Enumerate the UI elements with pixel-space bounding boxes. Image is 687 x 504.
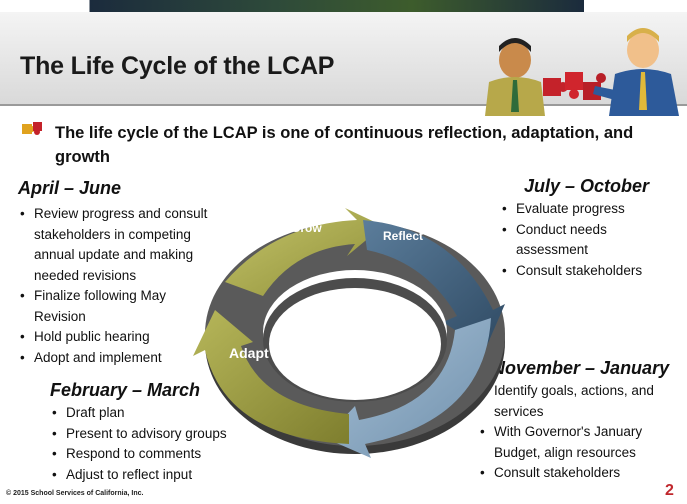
cycle-label-reflect: Reflect [383,229,423,243]
top-decorative-band [0,0,687,12]
copyright-footer: © 2015 School Services of California, In… [6,490,144,497]
july-october-list: Evaluate progress Conduct needs assessme… [500,199,670,281]
april-june-list: Review progress and consult stakeholders… [18,204,218,368]
list-item: Conduct needs [500,220,670,241]
cycle-label-grow: Grow [291,221,322,235]
list-item-continued: assessment [516,242,589,257]
cycle-segment-adapt-right [325,318,491,458]
list-item-continued: annual update and making [34,247,194,262]
list-item: Evaluate progress [500,199,670,220]
lcap-cycle-diagram: Grow Reflect Adapt Adapt [193,208,505,458]
april-june-heading: April – June [18,178,122,198]
november-january-list: Identify goals, actions, and services Wi… [478,381,678,484]
february-march-heading: February – March [50,380,201,400]
people-puzzle-illustration [485,28,679,116]
cycle-segment-adapt-left [193,310,349,444]
list-item-continued: Revision [34,308,86,324]
february-march-list: Draft plan Present to advisory groups Re… [50,403,270,485]
slide-title: The Life Cycle of the LCAP [20,52,335,80]
cycle-segment-grow [225,208,383,296]
list-item: Present to advisory groups [50,424,270,445]
puzzle-piece-icon [22,122,42,135]
list-item: Adjust to reflect input [50,465,270,486]
list-item: Adopt and implement [18,348,218,369]
july-october-heading: July – October [524,176,650,196]
list-item-continued: stakeholders in competing [34,226,191,242]
list-item: With Governor's January [478,422,678,443]
list-item: Consult stakeholders [478,463,678,484]
intro-statement: The life cycle of the LCAP is one of con… [55,124,634,166]
list-item: Consult stakeholders [500,261,670,282]
list-item: Respond to comments [50,444,270,465]
november-january-heading: November – January [492,358,670,378]
list-item-continued: needed revisions [34,267,137,283]
cycle-segment-reflect [363,220,505,350]
list-item: Review progress and consult [18,204,218,225]
list-item-continued: services [494,403,544,419]
list-item: Hold public hearing [18,327,218,348]
cycle-label-adapt-right: Adapt [379,347,419,363]
cycle-label-adapt-left: Adapt [229,345,269,361]
list-item: Draft plan [50,403,270,424]
page-number: 2 [665,482,674,499]
list-item: Finalize following May [18,286,218,307]
title-bar: The Life Cycle of the LCAP [0,12,687,116]
list-item-continued: Budget, align resources [494,444,636,460]
